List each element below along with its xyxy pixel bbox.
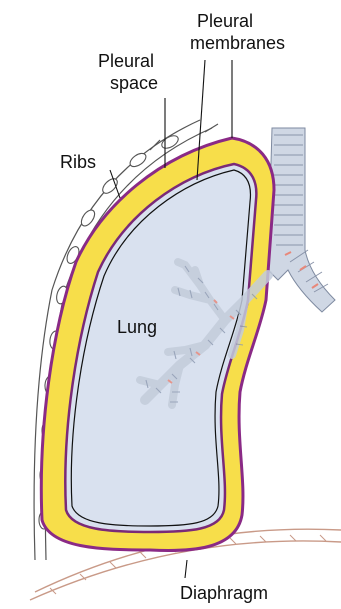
label-ribs: Ribs xyxy=(60,152,96,172)
label-lung: Lung xyxy=(117,317,157,337)
label-diaphragm: Diaphragm xyxy=(180,583,268,603)
label-pleural-membranes: Pleural membranes xyxy=(190,11,285,53)
label-pleural-space: Pleural space xyxy=(98,51,159,93)
trachea xyxy=(268,128,335,312)
leader-diaphragm xyxy=(185,560,187,578)
